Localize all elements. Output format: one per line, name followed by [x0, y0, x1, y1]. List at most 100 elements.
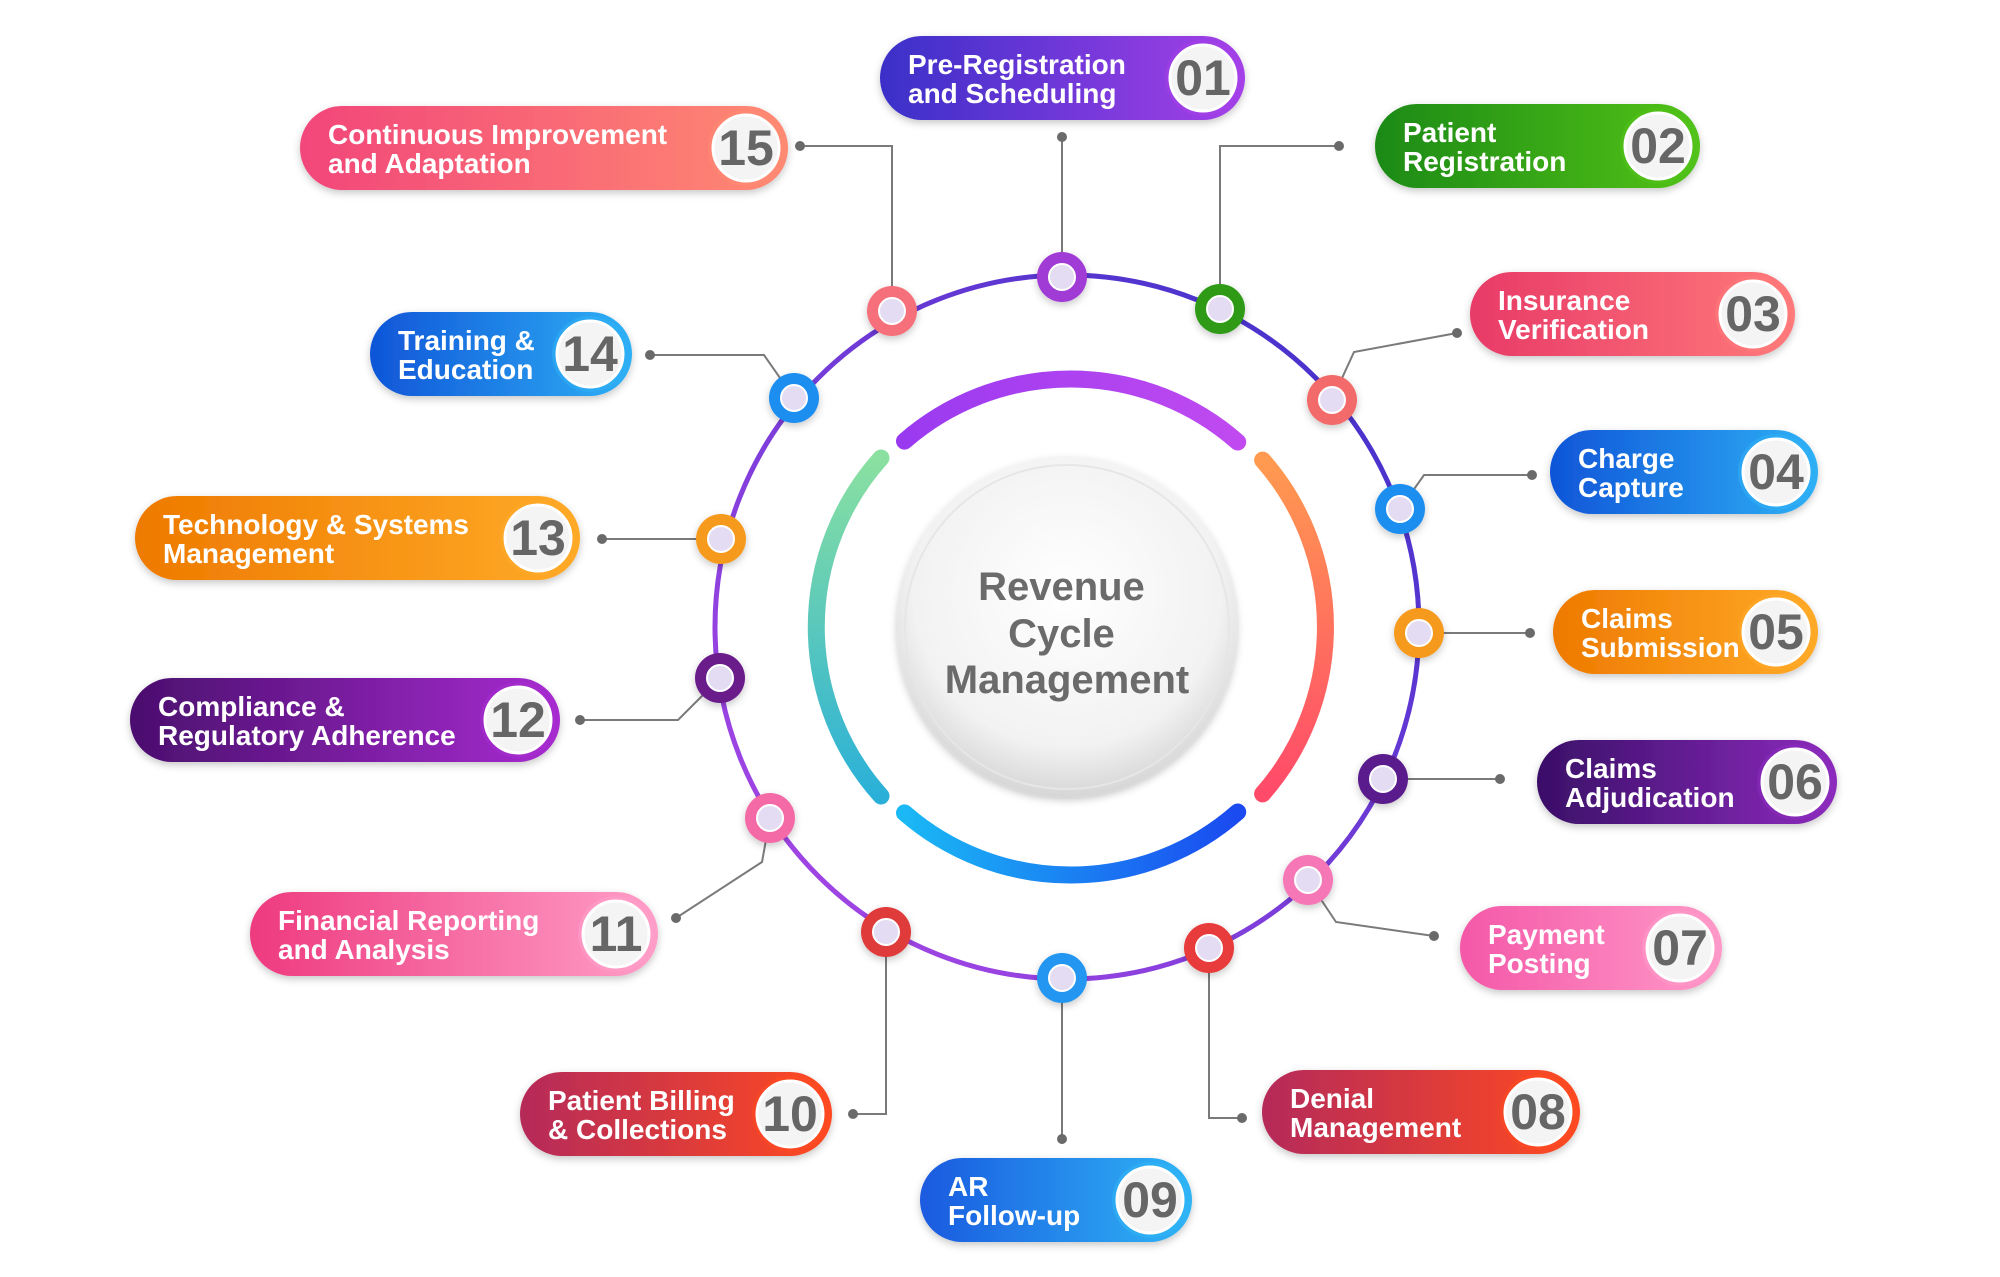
- step-number-03: 03: [1725, 286, 1781, 342]
- step-number-04: 04: [1748, 444, 1804, 500]
- connector-line-08: [1208, 948, 1242, 1119]
- connector-line-15: [800, 145, 893, 311]
- connector-dot-02: [1334, 141, 1344, 151]
- nodes-layer: [695, 252, 1444, 1003]
- step-label-12: Compliance &Regulatory Adherence: [158, 691, 456, 751]
- step-number-13: 13: [510, 510, 566, 566]
- ring-node-15: [867, 286, 917, 336]
- arc-top: [896, 370, 1247, 451]
- step-label-10: Patient Billing& Collections: [548, 1085, 735, 1145]
- arc-right: [1254, 451, 1334, 803]
- connector-dot-05: [1525, 628, 1535, 638]
- step-number-badge-10: [755, 1079, 825, 1149]
- step-number-02: 02: [1630, 118, 1686, 174]
- step-number-badge-12: [483, 685, 553, 755]
- step-number-badge-03: [1718, 279, 1788, 349]
- center-circle: [897, 457, 1237, 797]
- ring-node-07: [1283, 855, 1333, 905]
- ring-node-02: [1195, 284, 1245, 334]
- step-number-badge-05: [1741, 597, 1811, 667]
- step-number-09: 09: [1122, 1172, 1178, 1228]
- connector-dot-03: [1452, 328, 1462, 338]
- connector-dot-15: [795, 141, 805, 151]
- step-pill-14: 14 Training &Education: [370, 312, 632, 396]
- connector-line-10: [853, 932, 887, 1115]
- step-number-15: 15: [718, 120, 774, 176]
- connector-dot-10: [848, 1109, 858, 1119]
- step-number-14: 14: [562, 326, 618, 382]
- step-label-14: Training &Education: [398, 325, 535, 385]
- step-number-badge-07: [1645, 913, 1715, 983]
- step-number-11: 11: [590, 906, 643, 962]
- step-number-badge-15: [711, 113, 781, 183]
- step-number-badge-11: [581, 899, 651, 969]
- step-number-12: 12: [490, 692, 546, 748]
- connector-line-02: [1219, 145, 1339, 309]
- step-number-badge-08: [1503, 1077, 1573, 1147]
- connector-dot-13: [597, 534, 607, 544]
- step-number-badge-09: [1115, 1165, 1185, 1235]
- connector-dot-14: [645, 350, 655, 360]
- step-number-badge-02: [1623, 111, 1693, 181]
- ring-node-09: [1037, 953, 1087, 1003]
- step-number-08: 08: [1510, 1084, 1566, 1140]
- ring-node-06: [1358, 754, 1408, 804]
- step-number-06: 06: [1767, 754, 1823, 810]
- arc-left: [807, 449, 890, 805]
- ring-node-08: [1184, 923, 1234, 973]
- step-number-10: 10: [762, 1086, 818, 1142]
- connector-dot-04: [1527, 470, 1537, 480]
- connector-dot-06: [1495, 774, 1505, 784]
- step-number-badge-06: [1760, 747, 1830, 817]
- connector-dot-12: [575, 715, 585, 725]
- connector-dot-01: [1057, 132, 1067, 142]
- center-title: Revenue Cycle Management: [945, 565, 1190, 702]
- ring-node-10: [861, 907, 911, 957]
- ring-node-05: [1394, 608, 1444, 658]
- step-number-badge-04: [1741, 437, 1811, 507]
- arc-bottom: [896, 803, 1247, 884]
- connector-dot-11: [671, 913, 681, 923]
- connector-dot-07: [1429, 931, 1439, 941]
- connector-dot-08: [1237, 1113, 1247, 1123]
- step-number-01: 01: [1175, 50, 1231, 106]
- ring-node-13: [696, 514, 746, 564]
- step-number-badge-14: [555, 319, 625, 389]
- step-number-05: 05: [1748, 604, 1804, 660]
- ring-node-03: [1307, 375, 1357, 425]
- ring-node-04: [1375, 484, 1425, 534]
- step-number-07: 07: [1652, 920, 1708, 976]
- step-pill-12: 12 Compliance &Regulatory Adherence: [130, 678, 560, 762]
- step-number-badge-01: [1168, 43, 1238, 113]
- ring-node-12: [695, 653, 745, 703]
- step-number-badge-13: [503, 503, 573, 573]
- connector-dot-09: [1057, 1134, 1067, 1144]
- ring-node-11: [745, 793, 795, 843]
